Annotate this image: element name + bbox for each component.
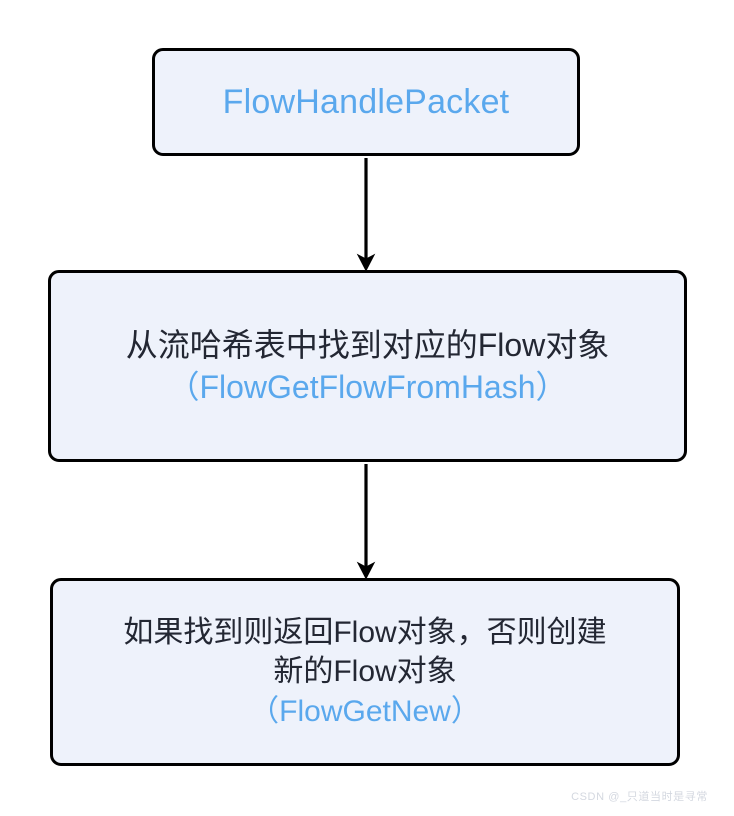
- node-description-line-2: 新的Flow对象: [273, 655, 457, 689]
- node-flow-handle-packet[interactable]: FlowHandlePacket: [152, 48, 580, 156]
- node-function-label: （FlowGetFlowFromHash）: [167, 369, 568, 405]
- node-description-line-1: 如果找到则返回Flow对象，否则创建: [123, 615, 607, 649]
- node-flow-get-new[interactable]: 如果找到则返回Flow对象，否则创建 新的Flow对象 （FlowGetNew）: [50, 578, 680, 766]
- node-flow-get-flow-from-hash[interactable]: 从流哈希表中找到对应的Flow对象 （FlowGetFlowFromHash）: [48, 270, 687, 462]
- node-function-label: （FlowGetNew）: [249, 694, 481, 728]
- csdn-watermark: CSDN @_只道当时是寻常: [571, 791, 708, 803]
- node-function-label: FlowHandlePacket: [222, 82, 510, 121]
- node-description-line-1: 从流哈希表中找到对应的Flow对象: [125, 326, 610, 363]
